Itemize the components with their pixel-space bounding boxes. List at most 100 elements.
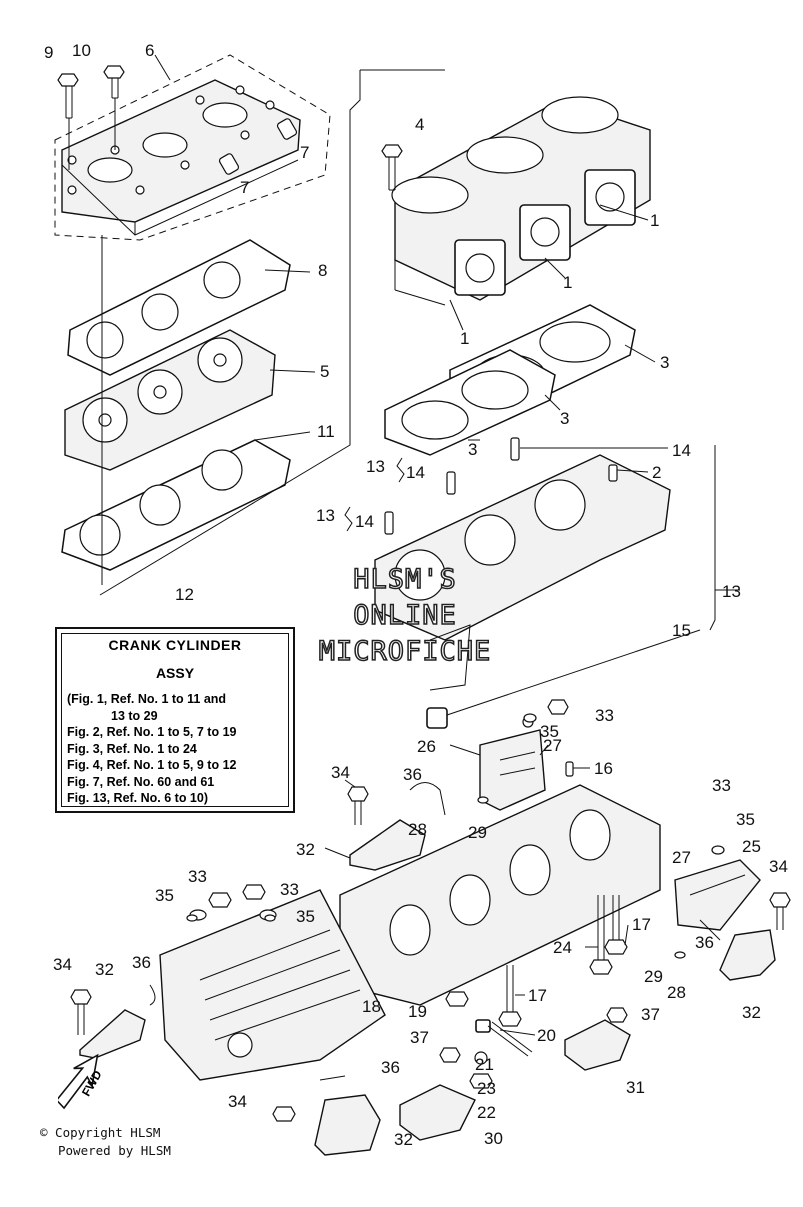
callout-label: 21 (475, 1055, 494, 1074)
callout-label: 29 (644, 967, 663, 986)
mount-bracket (479, 699, 574, 811)
callout-label: 35 (736, 810, 755, 829)
callout-label: 36 (381, 1058, 400, 1077)
cylinder-head-assembly (54, 54, 331, 241)
info-box-line: Fig. 13, Ref. No. 6 to 10) (67, 791, 208, 805)
info-box-line: Fig. 7, Ref. No. 60 and 61 (67, 774, 215, 789)
assembly-info-box: CRANK CYLINDER ASSY (Fig. 1, Ref. No. 1 … (55, 627, 295, 813)
callout-label: 27 (672, 848, 691, 867)
watermark-line: HLSM'S (352, 563, 457, 596)
cylinder-gasket (61, 439, 291, 571)
leader-lines (154, 54, 740, 1036)
callout-label: 34 (769, 857, 788, 876)
callout-label: 32 (296, 840, 315, 859)
callout-label: 35 (155, 886, 174, 905)
callout-label: 2 (652, 463, 661, 482)
callout-label: 8 (318, 261, 327, 280)
callout-label: 30 (484, 1129, 503, 1148)
callout-label: 18 (362, 997, 381, 1016)
callout-label: 36 (132, 953, 151, 972)
callout-label: 24 (553, 938, 572, 957)
callout-label: 1 (460, 329, 469, 348)
reference-brackets (344, 457, 405, 532)
callout-label: 1 (650, 211, 659, 230)
callout-label: 12 (175, 585, 194, 604)
callout-label: 34 (331, 763, 350, 782)
covers (399, 1007, 631, 1141)
info-box-subtitle: ASSY (155, 665, 195, 681)
drain-assembly (469, 1019, 533, 1089)
callout-label: 3 (468, 440, 477, 459)
callout-label: 7 (240, 178, 249, 197)
info-box-line: Fig. 3, Ref. No. 1 to 24 (67, 741, 197, 756)
callout-labels: 1 1 1 2 3 3 3 4 5 6 7 7 8 9 10 11 12 13 … (44, 41, 788, 1149)
callout-label: 34 (53, 955, 72, 974)
callout-label: 37 (410, 1028, 429, 1047)
callout-label: 19 (408, 1002, 427, 1021)
callout-label: 4 (415, 115, 424, 134)
head-gasket (67, 239, 291, 376)
info-box-line: Fig. 2, Ref. No. 1 to 5, 7 to 19 (67, 725, 237, 739)
callout-label: 27 (543, 736, 562, 755)
callout-label: 31 (626, 1078, 645, 1097)
powered-by-text: Powered by HLSM (58, 1143, 171, 1158)
callout-label: 22 (477, 1103, 496, 1122)
base-gaskets (384, 304, 636, 456)
callout-label: 35 (540, 722, 559, 741)
watermark-line: MICROFICHE (318, 635, 492, 668)
callout-label: 28 (667, 983, 686, 1002)
callout-label: 9 (44, 43, 53, 62)
info-box-lines: (Fig. 1, Ref. No. 1 to 11 and 13 to 29 F… (67, 691, 287, 807)
callout-label: 6 (145, 41, 154, 60)
callout-label: 32 (95, 960, 114, 979)
callout-label: 33 (712, 776, 731, 795)
callout-label: 5 (320, 362, 329, 381)
callout-label: 33 (188, 867, 207, 886)
callout-label: 34 (228, 1092, 247, 1111)
callout-label: 37 (641, 1005, 660, 1024)
callout-label: 14 (406, 463, 425, 482)
callout-label: 16 (594, 759, 613, 778)
copyright-text: © Copyright HLSM (40, 1125, 161, 1140)
engine-mounts (70, 786, 791, 1156)
cylinder-bolt (381, 144, 403, 191)
callout-label: 10 (72, 41, 91, 60)
cylinder-head-cover (64, 329, 276, 471)
upper-crankcase (374, 454, 671, 691)
callout-label: 13 (722, 582, 741, 601)
copyright-block: © Copyright HLSM Powered by HLSM (40, 1124, 171, 1160)
info-box-line: (Fig. 1, Ref. No. 1 to 11 and (67, 692, 227, 706)
callout-label: 36 (403, 765, 422, 784)
callout-label: 20 (537, 1026, 556, 1045)
callout-label: 32 (394, 1130, 413, 1149)
info-box-line: Fig. 4, Ref. No. 1 to 5, 9 to 12 (67, 758, 237, 772)
callout-label: 14 (355, 512, 374, 531)
fwd-arrow-icon: FWD (58, 1053, 105, 1110)
callout-label: 29 (468, 823, 487, 842)
crankcase-bolts (335, 895, 628, 1027)
callout-label: 7 (300, 143, 309, 162)
callout-label: 33 (595, 706, 614, 725)
callout-label: 13 (366, 457, 385, 476)
callout-label: 35 (296, 907, 315, 926)
cylinders (391, 96, 651, 306)
watermark: HLSM'S ONLINE MICROFICHE (290, 562, 520, 670)
callout-label: 3 (560, 409, 569, 428)
dowel-pins (384, 437, 618, 535)
info-box-title: CRANK CYLINDER (108, 637, 242, 653)
callout-label: 11 (317, 422, 335, 441)
callout-label: 23 (477, 1079, 496, 1098)
callout-label: 28 (408, 820, 427, 839)
callout-label: 25 (742, 837, 761, 856)
washers (186, 713, 725, 959)
callout-label: 36 (695, 933, 714, 952)
hoses (149, 782, 721, 1081)
watermark-line: ONLINE (352, 599, 457, 632)
callout-label: 15 (672, 621, 691, 640)
info-box-inner-border (61, 633, 289, 807)
callout-label: 32 (742, 1003, 761, 1022)
callout-label: 17 (632, 915, 651, 934)
bush (426, 629, 701, 729)
callout-label: 14 (672, 441, 691, 460)
